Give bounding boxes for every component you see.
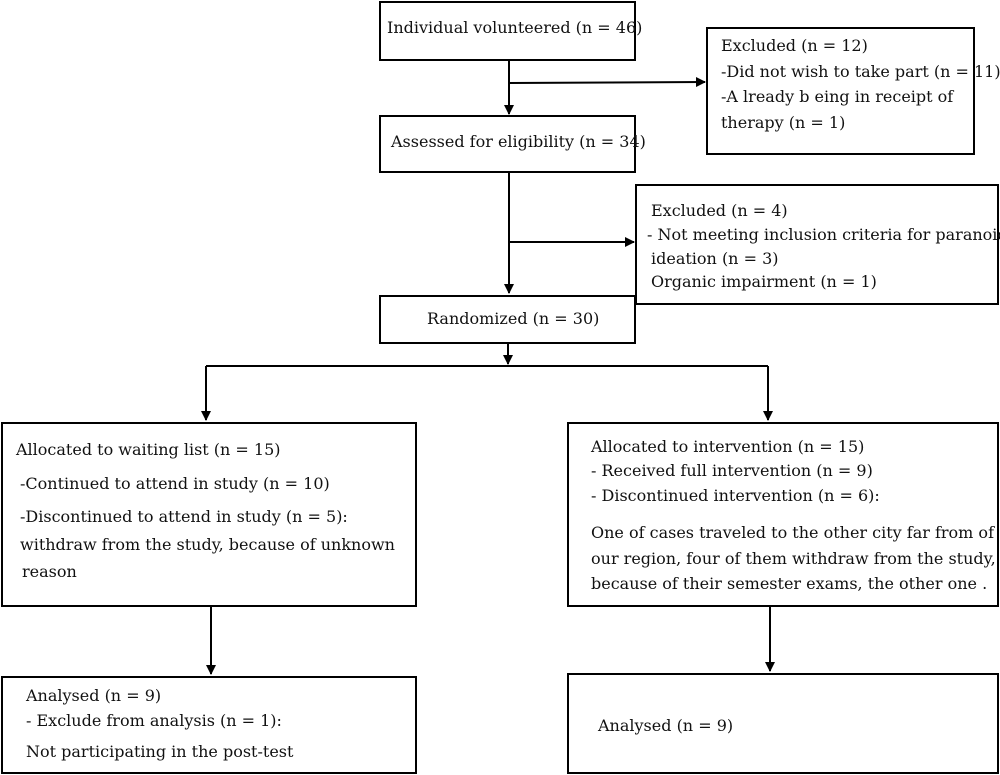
waiting-list-line-4: reason (22, 562, 77, 581)
excluded-1-line-1: -Did not wish to take part (n = 11) (721, 62, 1000, 81)
excluded-2-line-1: - Not meeting inclusion criteria for par… (647, 225, 1000, 244)
intervention-box: Allocated to intervention (n = 15) - Rec… (567, 422, 999, 607)
analysed-left-line-2: Not participating in the post-test (26, 742, 294, 761)
analysed-right-box: Analysed (n = 9) (567, 673, 999, 774)
excluded-2-title: Excluded (n = 4) (651, 201, 788, 220)
excluded-2-line-2: ideation (n = 3) (651, 249, 779, 268)
waiting-list-title: Allocated to waiting list (n = 15) (16, 440, 281, 459)
analysed-right-label: Analysed (n = 9) (598, 716, 734, 735)
intervention-line-3: One of cases traveled to the other city … (591, 523, 994, 542)
analysed-left-title: Analysed (n = 9) (26, 686, 162, 705)
intervention-line-4: our region, four of them withdraw from t… (591, 549, 996, 568)
excluded-1-line-3: therapy (n = 1) (721, 113, 846, 132)
volunteered-box: Individual volunteered (n = 46) (379, 1, 642, 61)
randomized-box: Randomized (n = 30) (379, 295, 636, 344)
intervention-title: Allocated to intervention (n = 15) (591, 437, 865, 456)
analysed-left-line-1: - Exclude from analysis (n = 1): (26, 711, 282, 730)
excluded-2-line-3: Organic impairment (n = 1) (651, 272, 877, 291)
volunteered-label: Individual volunteered (n = 46) (387, 18, 643, 37)
waiting-list-box: Allocated to waiting list (n = 15) -Cont… (1, 422, 417, 607)
assessed-box: Assessed for eligibility (n = 34) (379, 115, 646, 173)
excluded-2-box: Excluded (n = 4) - Not meeting inclusion… (635, 184, 1000, 305)
analysed-left-box: Analysed (n = 9) - Exclude from analysis… (1, 676, 417, 774)
intervention-line-1: - Received full intervention (n = 9) (591, 461, 873, 480)
waiting-list-line-3: withdraw from the study, because of unkn… (20, 535, 395, 554)
intervention-line-5: because of their semester exams, the oth… (591, 574, 988, 593)
excluded-1-line-2: -A lready b eing in receipt of (721, 87, 954, 106)
excluded-1-box: Excluded (n = 12) -Did not wish to take … (706, 27, 1000, 155)
arrow-to-excluded-1 (508, 77, 706, 88)
waiting-list-line-2: -Discontinued to attend in study (n = 5)… (20, 507, 348, 526)
waiting-list-line-1: -Continued to attend in study (n = 10) (20, 474, 330, 493)
assessed-label: Assessed for eligibility (n = 34) (391, 132, 646, 151)
randomized-label: Randomized (n = 30) (427, 309, 600, 328)
excluded-1-title: Excluded (n = 12) (721, 36, 868, 55)
intervention-line-2: - Discontinued intervention (n = 6): (591, 486, 880, 505)
